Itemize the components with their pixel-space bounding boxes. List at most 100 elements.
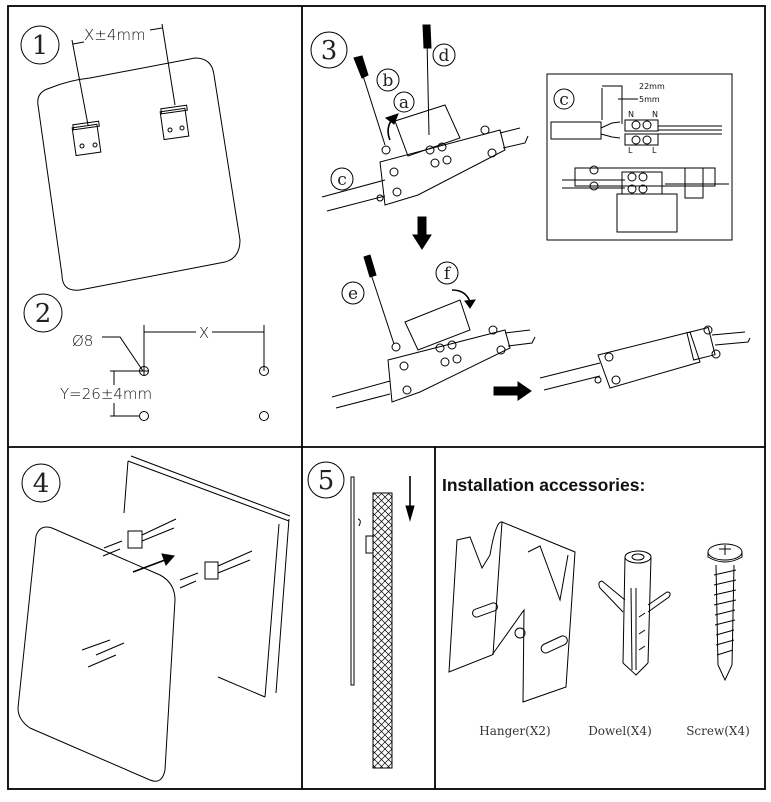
svg-text:c: c (337, 170, 347, 190)
terminal-n-right: N (652, 110, 658, 119)
dimension-label: X±4mm (84, 26, 146, 44)
hanger-hole (514, 627, 526, 639)
svg-text:d: d (439, 46, 450, 66)
cable (331, 380, 391, 398)
inset-callout-c: c (553, 88, 575, 110)
strip-length-long: 22mm (639, 82, 665, 91)
arrow-head (464, 299, 476, 309)
callout-c: c (330, 167, 354, 191)
x-label: X (199, 324, 209, 342)
terminal-l-right: L (652, 146, 657, 155)
right-arrow-icon (493, 381, 532, 401)
accessories-title: Installation accessories: (442, 475, 645, 495)
junction-box-closed (539, 325, 751, 391)
screwdriver-handle (353, 55, 369, 79)
callout-f: f (435, 261, 459, 285)
step-badge-circle (21, 463, 61, 503)
step-1-badge: 1 (20, 25, 60, 65)
drill-hole (259, 411, 269, 421)
wall-hanger (127, 530, 143, 549)
cable-sheath (550, 121, 602, 140)
hanger-outline (448, 521, 576, 703)
step-number: 1 (32, 31, 49, 61)
strip-length-short: 5mm (639, 95, 660, 104)
cable (335, 393, 391, 409)
assembled-block (574, 167, 716, 187)
callout-a: a (393, 91, 415, 113)
diameter-leader (102, 336, 144, 372)
callout-d: d (432, 43, 456, 67)
svg-text:e: e (348, 284, 358, 304)
box-body (616, 193, 678, 233)
outer-frame (7, 5, 766, 790)
cable (326, 195, 386, 212)
callout-e: e (341, 281, 365, 305)
terminal-block (387, 329, 511, 403)
push-arrow-icon (132, 559, 166, 573)
junction-box-closing (331, 254, 536, 409)
step-2-badge: 2 (23, 293, 63, 333)
inset-frame (546, 73, 733, 241)
mirror-bracket-left (71, 120, 102, 157)
diameter-label: Ø8 (72, 332, 93, 350)
mirror-glare (95, 642, 125, 656)
mirror-side-profile (350, 476, 355, 686)
panel-grid (7, 5, 766, 790)
cable-clamp (684, 167, 704, 199)
dowel-illustration (598, 550, 671, 676)
step-number: 3 (321, 36, 338, 66)
dimension-tick-right (149, 27, 163, 31)
svg-text:a: a (399, 93, 409, 113)
step-3-panel: 3 a b c d (310, 24, 751, 409)
box-lid (404, 299, 471, 351)
arrow-head (384, 113, 399, 125)
rotate-arrow-icon (451, 289, 471, 303)
step-number: 2 (35, 299, 52, 329)
box-closed-body (597, 331, 701, 389)
cable (539, 362, 601, 379)
wall (123, 455, 291, 698)
screwdriver-handle (363, 254, 377, 278)
dimension-extension-right (161, 23, 176, 106)
dimension-tick-left (72, 41, 85, 45)
step-number: 4 (33, 469, 50, 499)
cable (321, 179, 386, 198)
mirror-back-outline (37, 57, 241, 291)
terminal-strip-top (624, 119, 659, 132)
svg-text:f: f (444, 264, 452, 284)
arrow-head (161, 553, 175, 566)
hook-icon (357, 518, 361, 527)
step-5-panel: 5 (307, 461, 415, 769)
cable-clamp (686, 326, 716, 361)
screwdriver-shaft (426, 39, 430, 136)
wall-hanger-profile (365, 535, 374, 554)
mirror-glare (87, 654, 117, 668)
hanger-illustration (448, 521, 576, 703)
dowel-wing (598, 580, 626, 613)
hanger-notch (527, 545, 569, 602)
step-5-badge: 5 (307, 461, 345, 499)
dimension-extension-left (71, 39, 89, 126)
hanger-slot (472, 602, 498, 618)
step-badge-circle (23, 293, 63, 333)
screw-illustration (707, 543, 743, 682)
cable (499, 127, 529, 149)
drill-hole (259, 366, 269, 376)
wire (600, 121, 621, 129)
wiring-inset: c 22mm 5mm N N L L (546, 73, 733, 241)
wall-hanger (204, 561, 219, 580)
step-badge-circle (307, 461, 345, 499)
cable (504, 329, 536, 347)
mirror-bracket-right (159, 104, 190, 141)
step-badge-circle (310, 31, 348, 69)
mirror-glare (81, 639, 111, 651)
terminal-l-left: L (628, 146, 633, 155)
cable (711, 331, 751, 346)
terminal-n-left: N (628, 110, 634, 119)
svg-text:b: b (383, 71, 394, 91)
step-number: 5 (318, 466, 335, 496)
down-arrow-icon (405, 476, 415, 522)
callout-b: b (376, 68, 400, 92)
terminal-block (379, 129, 506, 206)
